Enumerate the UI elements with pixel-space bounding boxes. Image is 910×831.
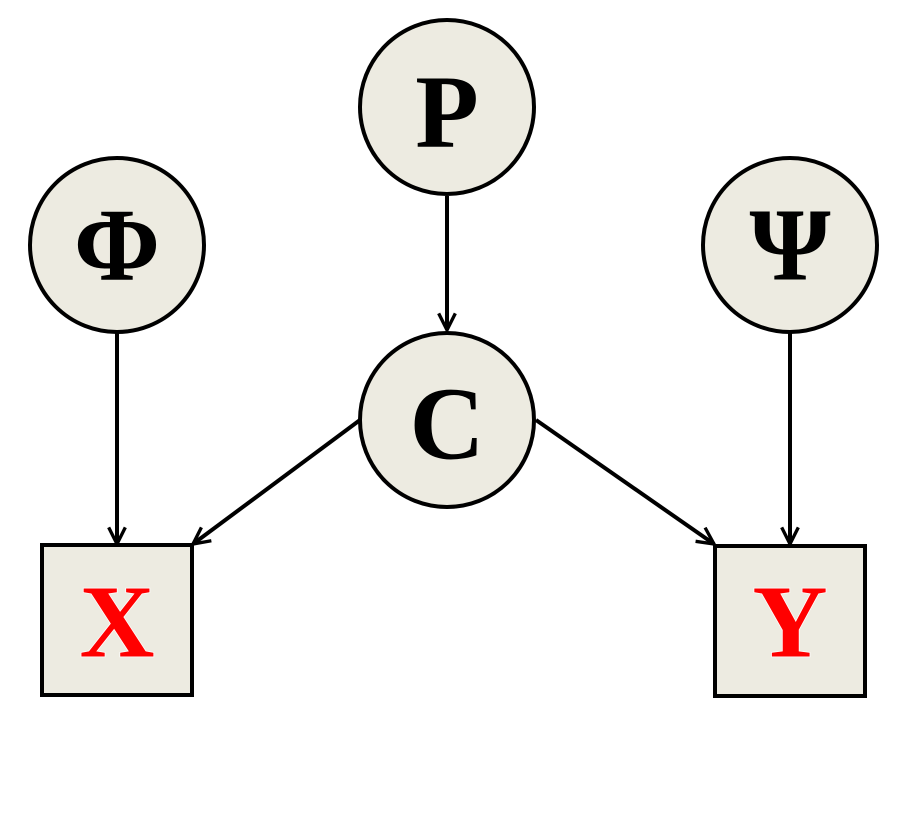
node-x-label: X [79, 565, 154, 680]
node-phi-label: Φ [74, 188, 160, 303]
node-psi-label: Ψ [749, 188, 830, 303]
node-y-label: Y [752, 565, 827, 680]
edge-c-to-y [534, 418, 714, 544]
node-y: Y [713, 544, 867, 698]
node-c-label: C [409, 367, 484, 482]
node-p: P [358, 18, 536, 196]
node-x: X [40, 543, 194, 697]
edge-c-to-x [193, 418, 362, 544]
node-psi: Ψ [701, 156, 879, 334]
node-c: C [358, 331, 536, 509]
node-phi: Φ [28, 156, 206, 334]
node-p-label: P [415, 55, 479, 170]
